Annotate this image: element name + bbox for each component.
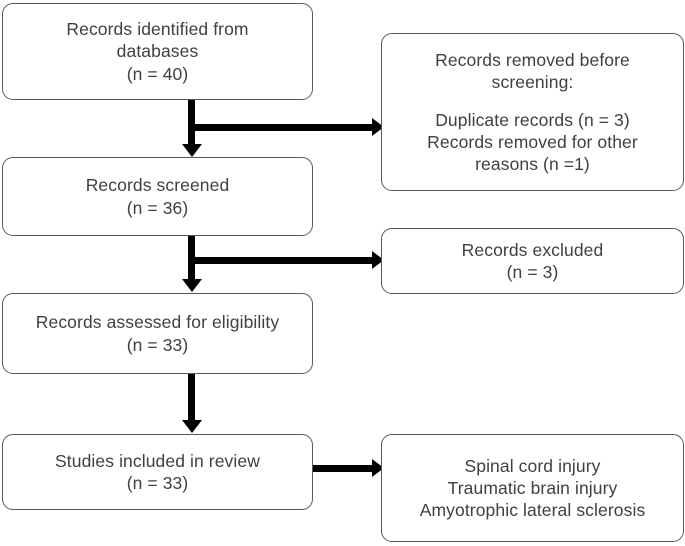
connector-screened-to-excluded-line bbox=[188, 257, 374, 264]
node-studies-included-in-review: Studies included in review (n = 33) bbox=[2, 434, 313, 510]
arrow-down-icon bbox=[182, 279, 202, 292]
node-text: Records screened (n = 36) bbox=[3, 174, 312, 218]
node-text: Records assessed for eligibility (n = 33… bbox=[3, 311, 312, 355]
node-text-line: Records assessed for eligibility bbox=[35, 312, 280, 333]
node-text-line: Studies included in review bbox=[55, 450, 260, 471]
node-text: Records excluded (n = 3) bbox=[382, 239, 683, 283]
node-text-line: reasons (n =1) bbox=[475, 154, 590, 175]
node-text-line: Amyotrophic lateral sclerosis bbox=[419, 500, 646, 521]
connector-identified-to-removed-line bbox=[188, 124, 374, 131]
node-records-identified-from-databases: Records identified from databases (n = 4… bbox=[2, 3, 313, 100]
node-text: Records removed before screening: Duplic… bbox=[382, 49, 683, 176]
node-text-line: (n = 3) bbox=[506, 262, 559, 282]
connector-included-to-conditions-line bbox=[313, 465, 375, 472]
node-text-line: Records excluded bbox=[461, 239, 604, 260]
node-text-line: Records identified from bbox=[66, 19, 249, 40]
node-text-line: Records screened bbox=[85, 175, 230, 196]
node-text-line: screening: bbox=[491, 71, 574, 92]
node-records-assessed-for-eligibility: Records assessed for eligibility (n = 33… bbox=[2, 293, 313, 374]
node-text-line: (n = 33) bbox=[126, 473, 189, 493]
connector-identified-to-screened-line bbox=[188, 100, 195, 146]
node-text-line: databases bbox=[116, 41, 199, 62]
node-text-line: (n = 40) bbox=[126, 63, 189, 84]
node-text-line: Duplicate records (n = 3) bbox=[435, 110, 630, 131]
node-included-study-conditions: Spinal cord injury Traumatic brain injur… bbox=[381, 434, 684, 542]
arrow-down-icon bbox=[182, 144, 202, 157]
connector-assessed-to-included-line bbox=[188, 374, 195, 422]
node-text: Studies included in review (n = 33) bbox=[3, 450, 312, 494]
node-text-line: Traumatic brain injury bbox=[447, 477, 618, 498]
node-text-line: Records removed for other bbox=[427, 132, 638, 153]
node-text: Records identified from databases (n = 4… bbox=[3, 18, 312, 84]
arrow-down-icon bbox=[182, 420, 202, 433]
node-records-screened: Records screened (n = 36) bbox=[2, 157, 313, 236]
node-records-excluded: Records excluded (n = 3) bbox=[381, 228, 684, 294]
node-text-line: (n = 36) bbox=[126, 197, 189, 218]
node-text-blank-line bbox=[388, 93, 677, 110]
node-text-line: (n = 33) bbox=[126, 334, 189, 355]
node-text-line: Records removed before bbox=[435, 49, 630, 70]
node-records-removed-before-screening: Records removed before screening: Duplic… bbox=[381, 33, 684, 191]
node-text: Spinal cord injury Traumatic brain injur… bbox=[382, 455, 683, 521]
node-text-line: Spinal cord injury bbox=[464, 455, 601, 476]
